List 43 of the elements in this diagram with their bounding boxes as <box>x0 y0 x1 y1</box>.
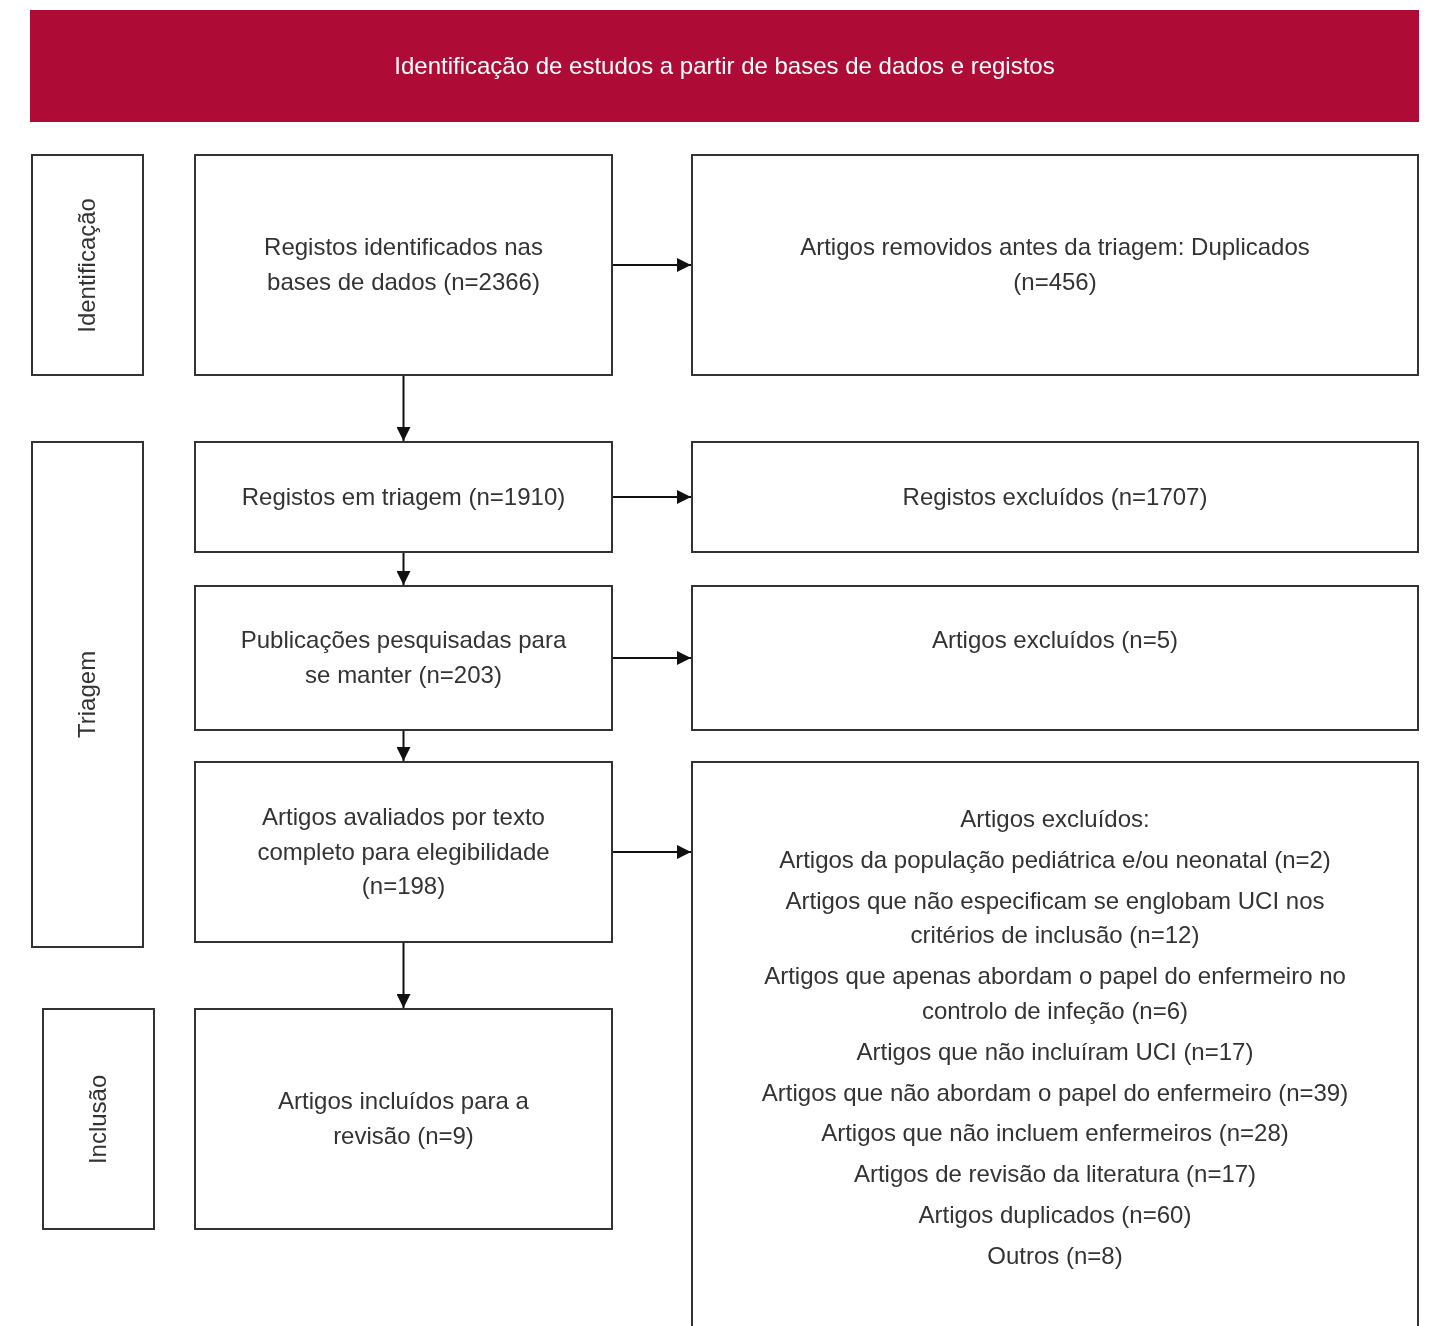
exclusion-reason: Artigos duplicados (n=60) <box>918 1199 1192 1230</box>
arrow <box>396 942 411 1009</box>
list-heading: Artigos excluídos: <box>960 804 1150 834</box>
arrow <box>396 375 411 442</box>
process-box <box>691 154 1419 376</box>
header-title: Identificação de estudos a partir de bases de dados e registos <box>394 50 1055 81</box>
arrow <box>612 845 692 859</box>
process-box <box>691 585 1419 731</box>
stage-label: Identificação <box>72 197 102 333</box>
arrow <box>396 552 411 586</box>
arrow <box>612 258 692 272</box>
header-band <box>30 10 1419 122</box>
process-box <box>194 1008 613 1230</box>
arrow <box>396 730 411 762</box>
arrow <box>612 490 692 504</box>
exclusion-reason: Artigos de revisão da literatura (n=17) <box>853 1159 1257 1190</box>
process-box <box>194 585 613 731</box>
box-text: Artigos removidos antes da triagem: Duplicados (n=456) <box>799 232 1311 297</box>
process-box <box>194 154 613 376</box>
exclusion-reason: Artigos que não incluem enfermeiros (n=28) <box>821 1118 1289 1149</box>
exclusion-reason: Artigos da população pediátrica e/ou neonatal (n=2) <box>779 844 1331 875</box>
box-text: Artigos avaliados por texto completo para elegibilidade (n=198) <box>256 801 551 902</box>
arrow <box>612 651 692 665</box>
exclusion-reason: Outros (n=8) <box>987 1240 1123 1271</box>
box-text: Publicações pesquisadas para se manter (n=203) <box>239 625 568 690</box>
stage-label: Inclusão <box>83 1074 113 1164</box>
box-text: Registos excluídos (n=1707) <box>902 481 1208 512</box>
stage-label-box <box>31 441 144 948</box>
stage-label-box <box>31 154 144 376</box>
box-text: Artigos incluídos para a revisão (n=9) <box>277 1086 530 1151</box>
process-box <box>194 441 613 553</box>
stage-label-box <box>42 1008 155 1230</box>
stage-label: Triagem <box>72 650 102 739</box>
exclusion-reason: Artigos que não abordam o papel do enfermeiro (n=39) <box>761 1077 1349 1108</box>
exclusion-reason: Artigos que apenas abordam o papel do enfermeiro no controlo de infeção (n=6) <box>763 961 1347 1026</box>
process-box <box>691 761 1419 1326</box>
process-box <box>691 441 1419 553</box>
exclusion-reason: Artigos que não incluíram UCI (n=17) <box>856 1036 1254 1067</box>
box-text: Registos identificados nas bases de dados (n=2366) <box>263 232 544 297</box>
process-box <box>194 761 613 943</box>
box-text: Registos em triagem (n=1910) <box>241 481 566 512</box>
box-text: Artigos excluídos (n=5) <box>931 625 1179 655</box>
exclusion-reason: Artigos que não especificam se englobam UCI nos critérios de inclusão (n=12) <box>784 885 1326 951</box>
